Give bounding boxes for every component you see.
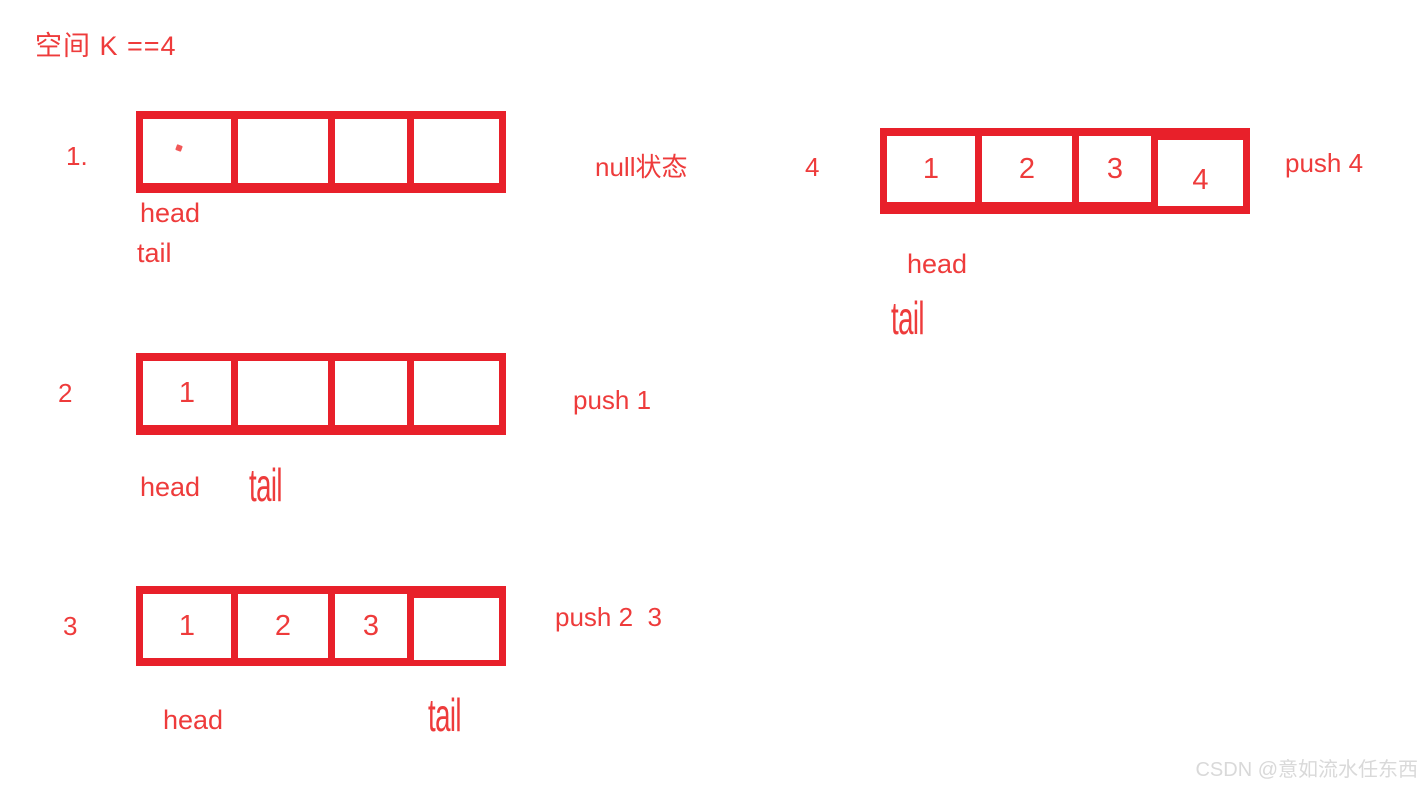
array-cell bbox=[335, 361, 407, 425]
step-4-array: 1 2 3 4 bbox=[880, 128, 1250, 214]
step-1-array bbox=[136, 111, 506, 193]
step-3-tail-pointer: tail bbox=[428, 689, 461, 741]
page-title: 空间 K ==4 bbox=[35, 31, 177, 61]
step-4-tail-pointer: tail bbox=[891, 292, 924, 344]
array-cell bbox=[238, 119, 328, 183]
array-cell: 2 bbox=[982, 136, 1072, 202]
step-4-number: 4 bbox=[805, 152, 820, 182]
array-cell: 2 bbox=[238, 594, 328, 658]
step-2-tail-pointer: tail bbox=[249, 459, 282, 511]
array-cell: 4 bbox=[1158, 140, 1243, 206]
array-cell: 1 bbox=[887, 136, 975, 202]
array-cell: 1 bbox=[143, 594, 231, 658]
step-1-note: null状态 bbox=[595, 152, 688, 182]
step-3-array: 1 2 3 bbox=[136, 586, 506, 666]
step-1-head-pointer: head bbox=[140, 198, 201, 228]
array-cell: 3 bbox=[335, 594, 407, 658]
array-cell bbox=[238, 361, 328, 425]
step-1-number: 1. bbox=[66, 141, 88, 171]
array-cell: 1 bbox=[143, 361, 231, 425]
step-3-number: 3 bbox=[63, 611, 78, 641]
array-cell bbox=[414, 598, 499, 660]
step-1-tail-pointer: tail bbox=[137, 238, 172, 268]
array-cell: 3 bbox=[1079, 136, 1151, 202]
step-4-head-pointer: head bbox=[907, 249, 968, 279]
step-2-head-pointer: head bbox=[140, 472, 201, 502]
step-3-note: push 2 3 bbox=[555, 602, 662, 632]
array-cell bbox=[143, 119, 231, 183]
csdn-watermark: CSDN @意如流水任东西 bbox=[1195, 759, 1418, 781]
step-2-number: 2 bbox=[58, 378, 73, 408]
array-cell bbox=[414, 361, 499, 425]
step-3-head-pointer: head bbox=[163, 705, 224, 735]
array-cell bbox=[414, 119, 499, 183]
array-cell bbox=[335, 119, 407, 183]
step-2-array: 1 bbox=[136, 353, 506, 435]
step-2-note: push 1 bbox=[573, 385, 652, 415]
step-4-note: push 4 bbox=[1285, 148, 1364, 178]
